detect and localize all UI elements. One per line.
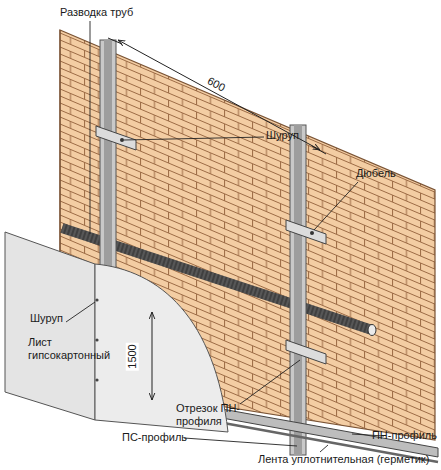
leader-line [90,21,91,234]
pipe-label: Разводка труб [60,6,133,19]
part-label: ПС-профиль [122,431,187,444]
pipe-end [368,325,376,336]
leader-line [240,360,300,404]
dimension-600 [108,38,326,154]
part-label: ПН-профиль [372,429,437,442]
leader-line [314,182,358,230]
extension-line [108,38,122,44]
dimension-1500 [152,312,153,400]
dimension-value: 1500 [126,342,139,370]
screw [120,138,124,142]
leader-line [124,137,264,140]
part-label: Дюбель [356,167,396,180]
pn-profile-piece [286,340,326,364]
part-label: Лента уплотнительная (герметик) [258,453,429,466]
dowel [310,231,314,235]
leader-line [66,302,95,322]
leader-line [320,445,328,452]
hanger-bracket [96,126,136,150]
screw [95,338,98,341]
extension-line [312,146,326,154]
dimension-line [152,312,153,400]
sheet-screws [95,298,98,381]
screw [95,298,98,301]
screw [95,378,98,381]
ps-profile-channel [294,125,302,455]
brick-wall [60,30,435,440]
part-label: Шуруп [30,312,63,325]
dimension-line [118,40,320,150]
part-label: Лист гипсокартонный [28,336,123,362]
part-label: Отрезок ПН-профиля [176,402,254,428]
leader-lines [66,21,384,452]
leader-line [184,438,297,446]
pn-profile [150,396,438,457]
part-label: Шуруп [266,129,299,142]
drywall-sheet [5,232,95,420]
ps-profile-body [290,125,306,455]
ps-profile [290,125,306,455]
